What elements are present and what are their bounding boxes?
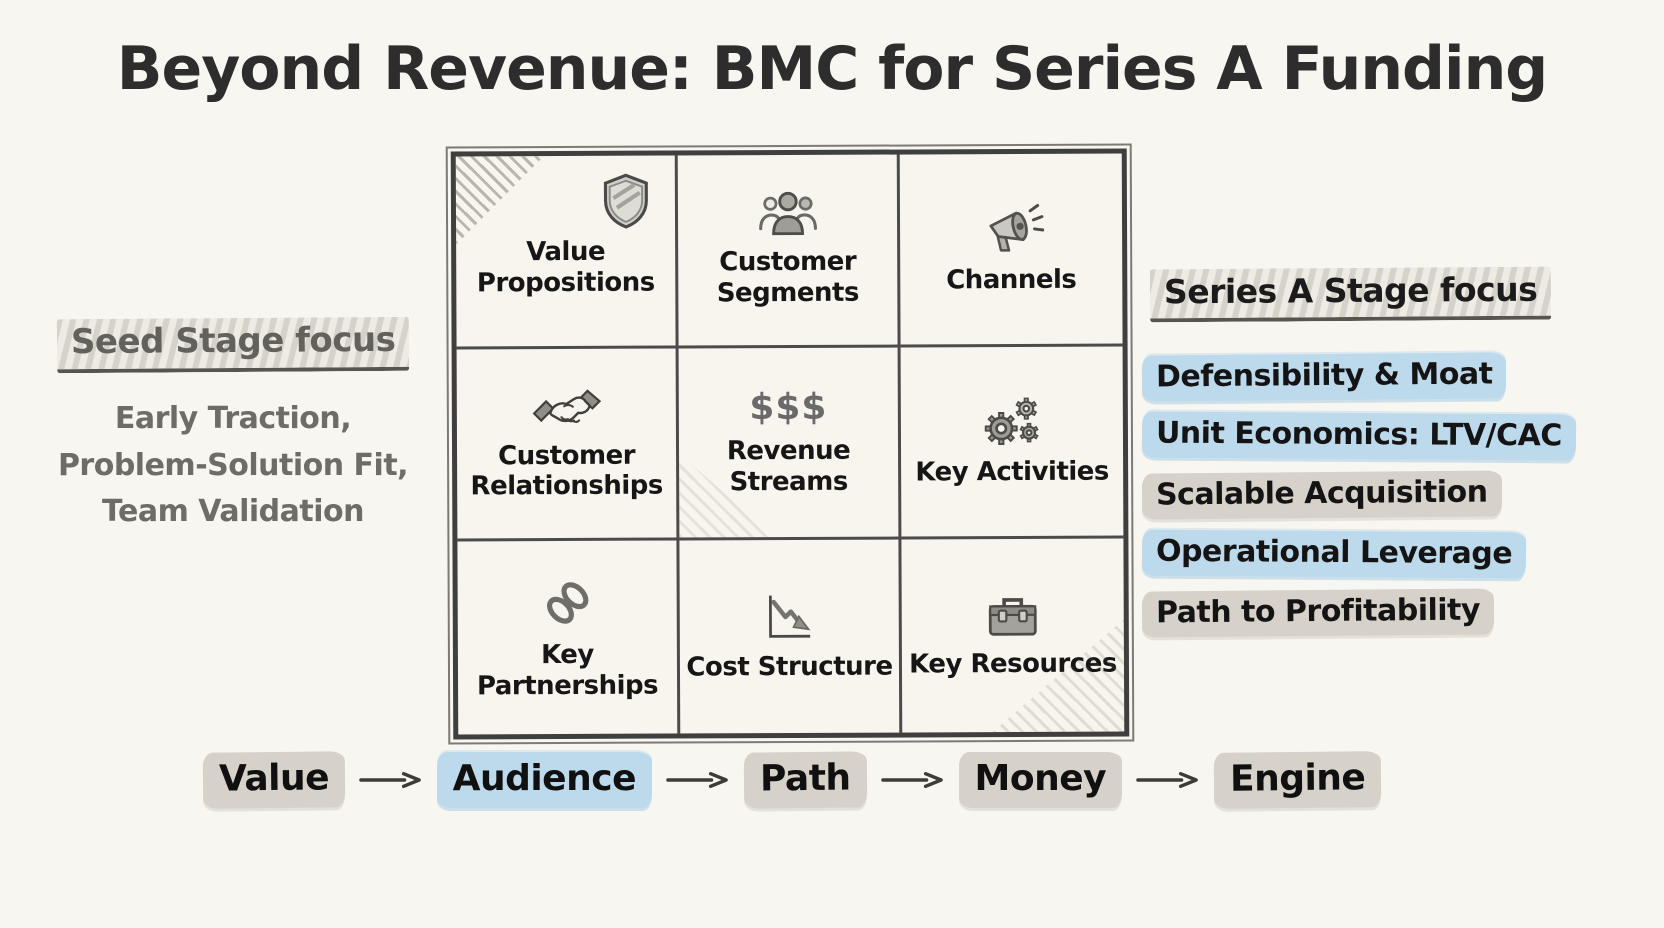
cell-revenue-streams: $$$ Revenue Streams (678, 347, 902, 541)
focus-item: Unit Economics: LTV/CAC (1141, 411, 1576, 461)
cell-channels: Channels (899, 153, 1123, 348)
focus-item: Path to Profitability (1141, 588, 1495, 638)
cell-cost-structure: Cost Structure (679, 539, 903, 734)
cell-label: Cost Structure (686, 651, 893, 683)
cell-key-partnerships: Key Partnerships (457, 540, 681, 735)
focus-item-label: Unit Economics: LTV/CAC (1141, 411, 1576, 461)
flow-arrow-icon (358, 771, 423, 789)
flow-arrow-icon (666, 771, 730, 789)
gears-icon (981, 395, 1043, 449)
flow-step: Value (202, 751, 345, 809)
cell-key-resources: Key Resources (901, 539, 1124, 733)
cell-label: Value Propositions (476, 236, 655, 299)
shield-icon (597, 172, 655, 232)
cell-customer-relationships: Customer Relationships (456, 348, 680, 542)
focus-item-label: Path to Profitability (1141, 588, 1495, 638)
seed-note-line: Team Validation (102, 494, 364, 529)
flow-step: Engine (1213, 751, 1382, 809)
flow-arrow-icon (880, 771, 945, 789)
flow-step-label: Audience (436, 752, 652, 808)
cell-label: Key Resources (909, 648, 1117, 680)
cell-key-activities: Key Activities (900, 346, 1124, 540)
flow-arrow-icon (1136, 771, 1200, 789)
focus-item: Defensibility & Moat (1141, 352, 1507, 402)
focus-item: Scalable Acquisition (1141, 470, 1502, 520)
seed-stage-focus-block: Seed Stage focus Early Traction, Problem… (38, 316, 428, 536)
flow-step-label: Value (202, 751, 345, 809)
focus-item-label: Operational Leverage (1141, 529, 1527, 579)
cell-label: Customer Segments (716, 246, 859, 309)
seed-stage-notes: Early Traction, Problem-Solution Fit, Te… (38, 396, 428, 536)
funding-flow: Value Audience Path Money Engine (0, 751, 1624, 809)
seed-stage-heading: Seed Stage focus (56, 316, 410, 374)
cell-label: Key Partnerships (476, 639, 659, 702)
handshake-icon (531, 385, 601, 433)
page-title: Beyond Revenue: BMC for Series A Funding (116, 34, 1548, 104)
declining-chart-icon (759, 590, 819, 644)
flow-step-label: Money (958, 752, 1123, 808)
cell-label: Customer Relationships (470, 440, 663, 502)
cell-label: Key Activities (915, 456, 1109, 488)
cell-customer-segments: Customer Segments (677, 154, 901, 349)
focus-item-label: Defensibility & Moat (1141, 352, 1507, 402)
seed-note-line: Problem-Solution Fit, (57, 447, 409, 483)
flow-step-label: Path (743, 751, 867, 809)
chain-link-icon (538, 574, 596, 632)
flow-step-label: Engine (1213, 751, 1382, 809)
cell-label: Channels (946, 265, 1077, 296)
megaphone-icon (978, 201, 1045, 257)
flow-step: Money (958, 752, 1123, 808)
flow-step: Path (743, 751, 867, 809)
toolbox-icon (983, 591, 1043, 641)
flow-step: Audience (436, 752, 652, 808)
series-a-focus-block: Series A Stage focus Defensibility & Moa… (1141, 266, 1582, 638)
corner-hatch-shading (456, 156, 544, 244)
series-a-items: Defensibility & Moat Unit Economics: LTV… (1141, 341, 1582, 638)
seed-note-line: Early Traction, (114, 401, 352, 436)
cell-label: Revenue Streams (726, 436, 851, 498)
focus-item-label: Scalable Acquisition (1141, 470, 1502, 520)
business-model-canvas-grid: Value Propositions Customer Segments (450, 148, 1130, 740)
dollar-signs: $$$ (749, 387, 828, 429)
series-a-heading: Series A Stage focus (1149, 266, 1552, 323)
cell-value-propositions: Value Propositions (455, 155, 679, 350)
focus-item: Operational Leverage (1141, 529, 1527, 579)
people-group-icon (756, 191, 818, 239)
